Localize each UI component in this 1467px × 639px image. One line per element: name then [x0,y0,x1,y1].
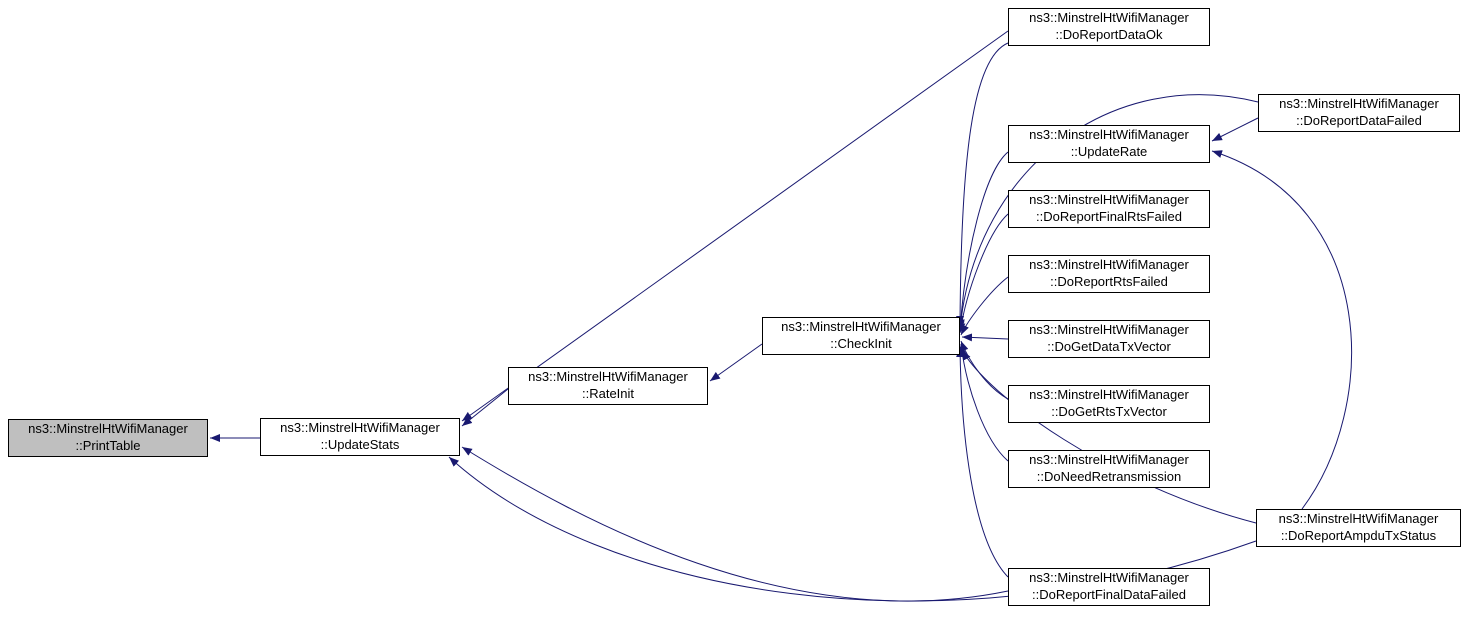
node-label-line: ::DoReportFinalRtsFailed [1036,209,1182,224]
node-label-line: ::CheckInit [830,336,892,351]
node-label-line: ::DoReportAmpduTxStatus [1280,528,1437,543]
node-updateRate[interactable]: ns3::MinstrelHtWifiManager::UpdateRate [1008,125,1210,163]
node-label-line: ::RateInit [581,386,635,401]
edge-doReportDataOk-to-checkInit [956,42,1009,327]
node-label-line: ::DoGetRtsTxVector [1051,404,1167,419]
node-doReportDataOk[interactable]: ns3::MinstrelHtWifiManager::DoReportData… [1008,8,1210,46]
edge-rateInit-to-updateStats [461,388,509,427]
node-label-line: ::DoReportRtsFailed [1050,274,1168,289]
edge-doReportDataOk-to-updateStats [461,30,1009,422]
node-label-line: ns3::MinstrelHtWifiManager [1029,452,1189,468]
node-label-line: ns3::MinstrelHtWifiManager [1279,96,1439,112]
edge-doGetDataTxVector-to-checkInit [961,333,1009,342]
edge-doReportFinalRtsFailed-to-checkInit [957,213,1009,334]
node-label-line: ns3::MinstrelHtWifiManager [1278,511,1439,527]
edge-doReportAmpduTxStatus-to-checkInit [961,349,1257,524]
node-label-line: ns3::MinstrelHtWifiManager [781,319,941,335]
edge-updateRate-to-checkInit [956,151,1009,332]
edge-doNeedRetransmission-to-checkInit [958,343,1009,462]
node-label-line: ns3::MinstrelHtWifiManager [1029,570,1189,586]
node-doReportDataFailed[interactable]: ns3::MinstrelHtWifiManager::DoReportData… [1258,94,1460,132]
node-label-line: ns3::MinstrelHtWifiManager [1029,387,1189,403]
node-label-line: ns3::MinstrelHtWifiManager [280,420,440,436]
node-label-line: ::DoReportDataOk [1055,27,1163,42]
node-label-line: ::DoGetDataTxVector [1047,339,1171,354]
node-doGetRtsTxVector[interactable]: ns3::MinstrelHtWifiManager::DoGetRtsTxVe… [1008,385,1210,423]
node-doReportFinalRtsFailed[interactable]: ns3::MinstrelHtWifiManager::DoReportFina… [1008,190,1210,228]
node-printTable: ns3::MinstrelHtWifiManager::PrintTable [8,419,208,457]
node-label-line: ns3::MinstrelHtWifiManager [528,369,688,385]
node-label-line: ::DoReportDataFailed [1296,113,1422,128]
node-label-line: ns3::MinstrelHtWifiManager [1029,192,1189,208]
edge-doGetRtsTxVector-to-checkInit [960,340,1009,400]
node-doReportRtsFailed[interactable]: ns3::MinstrelHtWifiManager::DoReportRtsF… [1008,255,1210,293]
edge-doReportRtsFailed-to-checkInit [960,276,1009,336]
node-label-line: ns3::MinstrelHtWifiManager [28,421,188,437]
node-label-line: ::UpdateStats [320,437,400,452]
node-label-line: ns3::MinstrelHtWifiManager [1029,127,1189,143]
node-label-line: ::DoNeedRetransmission [1036,469,1182,484]
node-rateInit[interactable]: ns3::MinstrelHtWifiManager::RateInit [508,367,708,405]
edge-doReportDataFailed-to-updateRate [1211,117,1259,142]
edge-checkInit-to-rateInit [709,343,763,382]
node-label-line: ::PrintTable [75,438,141,453]
node-label-line: ::UpdateRate [1070,144,1148,159]
node-doReportFinalDataFailed[interactable]: ns3::MinstrelHtWifiManager::DoReportFina… [1008,568,1210,606]
edge-doReportFinalDataFailed-to-checkInit [956,346,1009,578]
node-doReportAmpduTxStatus[interactable]: ns3::MinstrelHtWifiManager::DoReportAmpd… [1256,509,1461,547]
edge-doReportFinalDataFailed-to-updateStats [461,446,1009,602]
node-label-line: ns3::MinstrelHtWifiManager [1029,10,1189,26]
node-updateStats[interactable]: ns3::MinstrelHtWifiManager::UpdateStats [260,418,460,456]
node-label-line: ::DoReportFinalDataFailed [1032,587,1186,602]
node-doGetDataTxVector[interactable]: ns3::MinstrelHtWifiManager::DoGetDataTxV… [1008,320,1210,358]
node-doNeedRetransmission[interactable]: ns3::MinstrelHtWifiManager::DoNeedRetran… [1008,450,1210,488]
edge-doReportAmpduTxStatus-to-updateRate [1211,150,1352,510]
node-label-line: ns3::MinstrelHtWifiManager [1029,257,1189,273]
node-label-line: ns3::MinstrelHtWifiManager [1029,322,1189,338]
node-checkInit[interactable]: ns3::MinstrelHtWifiManager::CheckInit [762,317,960,355]
